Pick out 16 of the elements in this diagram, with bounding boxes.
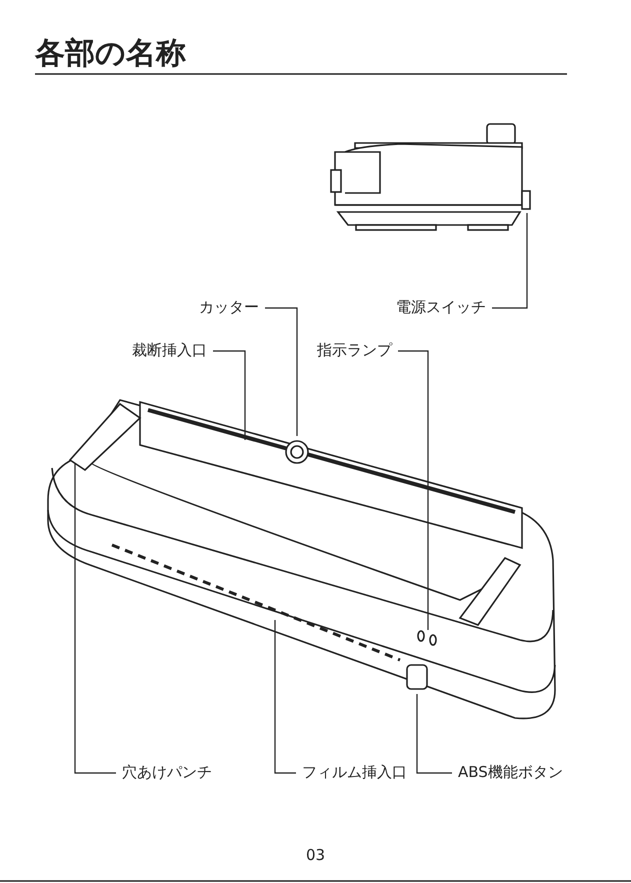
leader-line bbox=[274, 620, 296, 774]
part-label: カッター bbox=[199, 298, 259, 316]
leader-line bbox=[265, 307, 298, 436]
page-title: 各部の名称 bbox=[35, 36, 186, 72]
leader-line bbox=[416, 694, 452, 774]
leader-line bbox=[398, 350, 429, 630]
leader-line bbox=[74, 463, 116, 774]
leader-line bbox=[213, 350, 246, 440]
part-label: ABS機能ボタン bbox=[458, 763, 563, 781]
part-label: フィルム挿入口 bbox=[302, 763, 407, 781]
leader-line bbox=[492, 213, 528, 309]
part-label: 穴あけパンチ bbox=[122, 763, 212, 781]
page-number: 03 bbox=[304, 846, 326, 864]
part-label: 裁断挿入口 bbox=[132, 341, 207, 359]
part-label: 指示ランプ bbox=[317, 341, 392, 359]
part-label: 電源スイッチ bbox=[396, 298, 486, 316]
